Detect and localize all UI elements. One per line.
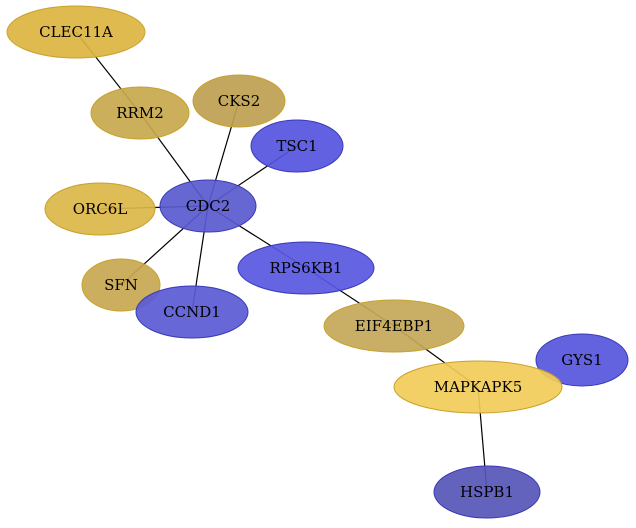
node-label: MAPKAPK5 (434, 378, 523, 396)
node-label: EIF4EBP1 (355, 317, 433, 335)
node-shape (135, 285, 249, 339)
node-gys1[interactable]: GYS1 (535, 333, 629, 387)
node-orc6l[interactable]: ORC6L (44, 182, 156, 236)
node-label: RRM2 (116, 104, 164, 122)
node-label: ORC6L (73, 200, 128, 218)
node-label: CLEC11A (39, 23, 113, 41)
node-cks2[interactable]: CKS2 (192, 74, 286, 128)
node-tsc1[interactable]: TSC1 (250, 119, 344, 173)
node-label: TSC1 (276, 137, 317, 155)
node-mapkapk5[interactable]: MAPKAPK5 (393, 360, 563, 414)
node-shape (44, 182, 156, 236)
node-shape (159, 179, 257, 233)
node-cdc2[interactable]: CDC2 (159, 179, 257, 233)
node-sfn[interactable]: SFN (81, 258, 161, 312)
node-rps6kb1[interactable]: RPS6KB1 (237, 241, 375, 295)
node-label: CDC2 (186, 197, 231, 215)
node-label: RPS6KB1 (270, 259, 343, 277)
node-shape (192, 74, 286, 128)
node-label: CKS2 (218, 92, 261, 110)
node-label: SFN (104, 276, 138, 294)
node-shape (81, 258, 161, 312)
node-shape (535, 333, 629, 387)
node-shape (237, 241, 375, 295)
node-eif4ebp1[interactable]: EIF4EBP1 (323, 299, 465, 353)
node-clec11a[interactable]: CLEC11A (6, 5, 146, 59)
node-label: HSPB1 (460, 483, 514, 501)
node-shape (250, 119, 344, 173)
node-label: GYS1 (561, 351, 602, 369)
node-shape (6, 5, 146, 59)
node-shape (90, 86, 190, 140)
node-shape (393, 360, 563, 414)
node-label: CCND1 (163, 303, 221, 321)
node-shape (323, 299, 465, 353)
node-shape (433, 465, 541, 519)
node-ccnd1[interactable]: CCND1 (135, 285, 249, 339)
node-hspb1[interactable]: HSPB1 (433, 465, 541, 519)
node-rrm2[interactable]: RRM2 (90, 86, 190, 140)
